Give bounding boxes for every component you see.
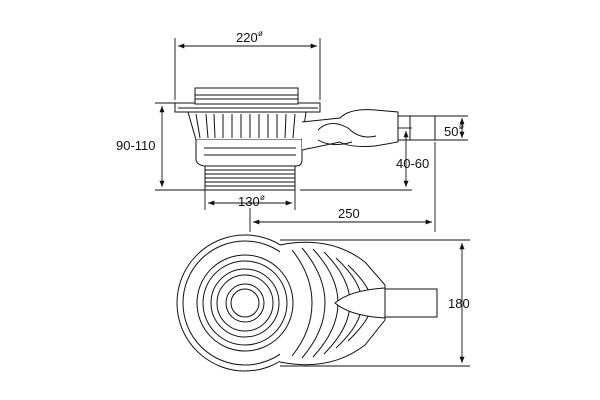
plan-outlet-pipe <box>384 288 438 318</box>
dim-50: 50 <box>444 124 458 139</box>
dimension-lines <box>155 38 470 367</box>
side-view <box>174 87 436 191</box>
dim-50-diameter-symbol: ø <box>459 122 464 131</box>
dim-40-60: 40-60 <box>396 156 429 171</box>
dim-130-diameter-symbol: ø <box>260 193 265 202</box>
lower-body <box>195 140 303 167</box>
dimension-labels: 220 ø 90-110 50 ø 40-60 130 ø 250 180 <box>116 29 470 311</box>
body-ribs <box>195 113 296 139</box>
dim-90-110: 90-110 <box>116 138 156 153</box>
dim-220: 220 <box>236 30 258 45</box>
plan-outlet-hole <box>225 283 265 323</box>
grate-top <box>194 87 299 105</box>
dim-250: 250 <box>338 206 360 221</box>
dim-220-diameter-symbol: ø <box>258 29 263 38</box>
dim-180: 180 <box>448 296 470 311</box>
dim-130: 130 <box>238 194 260 209</box>
plan-view <box>176 234 438 372</box>
thread-lines <box>205 169 295 187</box>
plan-inner-ring <box>210 268 280 338</box>
